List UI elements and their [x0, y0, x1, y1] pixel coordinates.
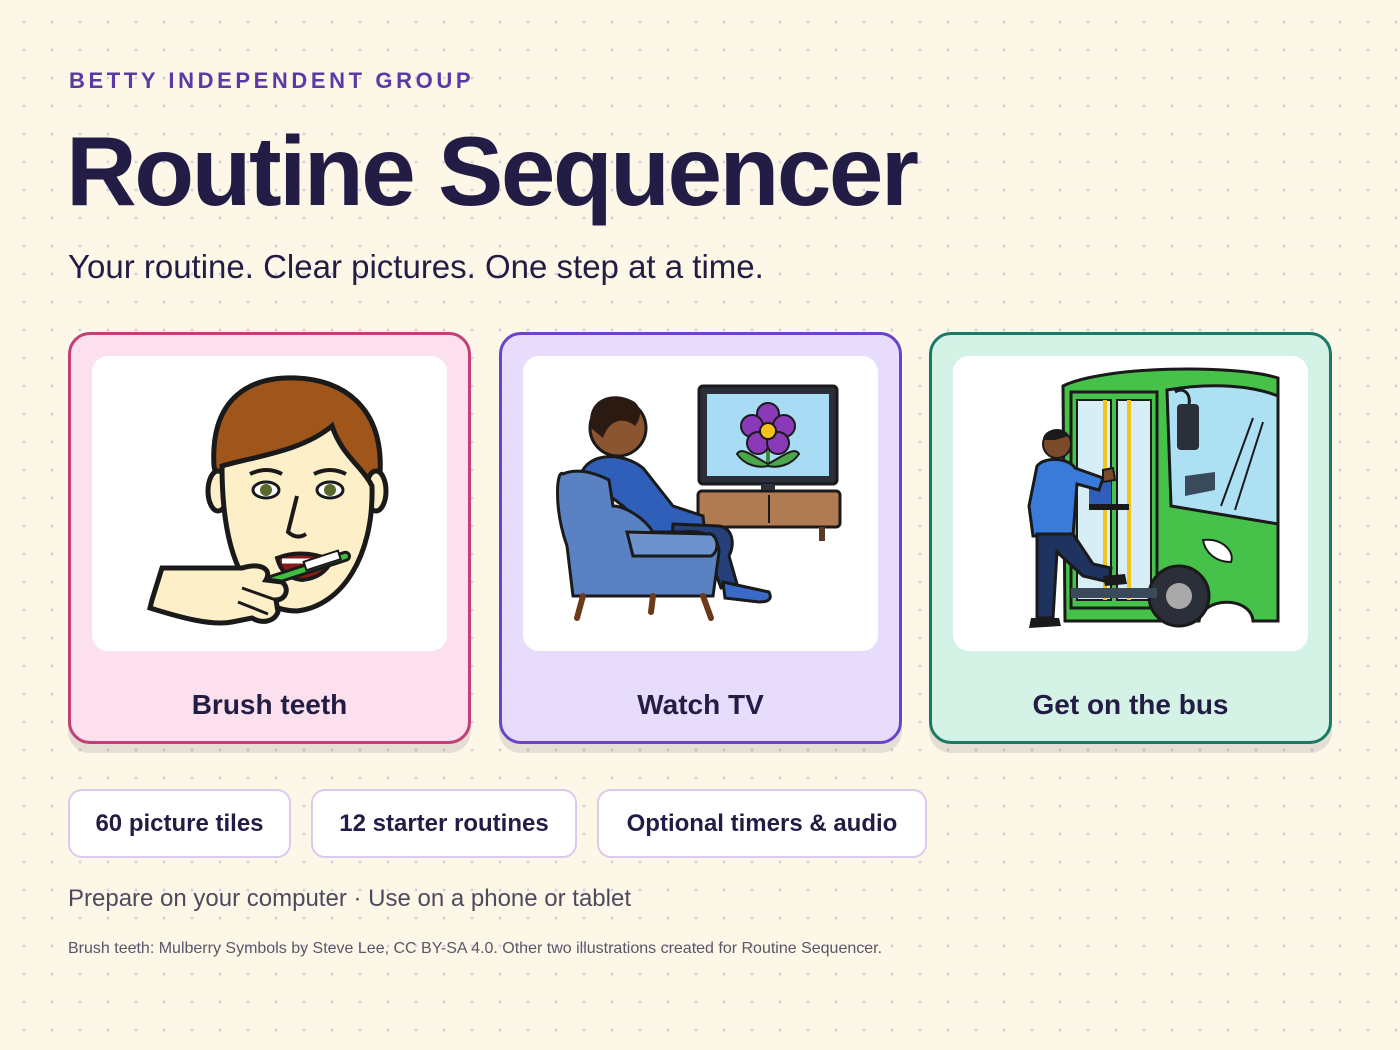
feature-chip-starter-routines: 12 starter routines: [311, 789, 577, 858]
card-label: Brush teeth: [191, 689, 348, 720]
card-label: Get on the bus: [1032, 689, 1229, 720]
page-subtitle: Your routine. Clear pictures. One step a…: [68, 248, 764, 285]
eyebrow-label: BETTY INDEPENDENT GROUP: [69, 68, 475, 93]
person-boarding-bus-icon: [1027, 367, 1280, 628]
person-watching-tv-icon: [556, 384, 842, 621]
card-image-frame: [953, 356, 1308, 651]
attribution-credit: Brush teeth: Mulberry Symbols by Steve L…: [68, 940, 883, 957]
card-image-frame: [523, 356, 878, 651]
tagline: Prepare on your computer · Use on a phon…: [68, 885, 631, 912]
card-label: Watch TV: [637, 689, 764, 720]
routine-card-watch-tv[interactable]: Watch TV: [499, 332, 902, 744]
routine-card-brush-teeth[interactable]: Brush teeth: [68, 332, 471, 744]
page-title: Routine Sequencer: [66, 116, 919, 226]
routine-card-get-on-bus[interactable]: Get on the bus: [929, 332, 1332, 744]
card-image-frame: [92, 356, 447, 651]
feature-chip-picture-tiles: 60 picture tiles: [68, 789, 291, 858]
feature-chip-timers-audio: Optional timers & audio: [597, 789, 927, 858]
person-brushing-teeth-icon: [147, 375, 389, 626]
